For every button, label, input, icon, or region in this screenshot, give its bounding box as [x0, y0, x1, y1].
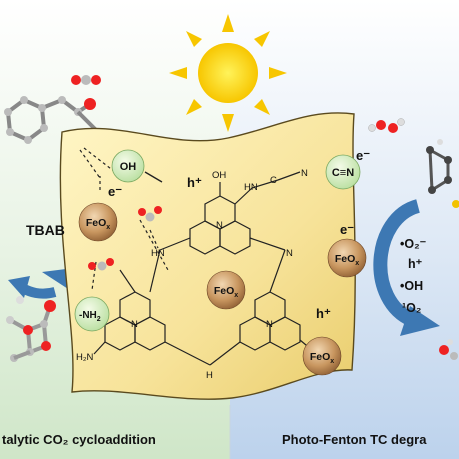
feox-right-subscript: x [355, 260, 359, 267]
feox-particle-center: FeOx [206, 270, 246, 310]
charge-labels: h⁺ h⁺ e⁻ e⁻ e⁻ [108, 148, 370, 321]
nitrile-group-bubble: C≡N [325, 154, 361, 190]
feox-center-subscript: x [234, 292, 238, 299]
ros-singlet-oxygen: ¹O₂ [402, 301, 421, 315]
adsorbed-co2-lower-icon [88, 258, 114, 271]
cyclic-carbonate-product-icon [6, 296, 56, 362]
right-cycle-arrowhead [400, 306, 440, 336]
svg-text:-NH2: -NH2 [79, 310, 101, 323]
ring-n-center-left: N [131, 319, 138, 330]
right-bridge-amine-label: N [286, 248, 293, 259]
hole-label-right: h⁺ [316, 306, 331, 321]
feox-particle-right: FeOx [327, 238, 367, 278]
ros-species-list: •O₂⁻ h⁺ •OH ¹O₂ [400, 237, 427, 315]
hydroxyl-group-label: OH [120, 161, 137, 173]
reagent-label: TBAB [26, 222, 65, 238]
svg-text:FeOx: FeOx [86, 217, 110, 231]
svg-text:FeOx: FeOx [335, 253, 359, 267]
carbon-nitride-sheet [59, 112, 356, 400]
feox-bottom-label: FeO [310, 351, 330, 363]
right-caption: Photo-Fenton TC degra [282, 432, 427, 447]
ros-hydroxyl-radical: •OH [400, 279, 423, 293]
co2-molecule-icon [71, 75, 101, 85]
ros-superoxide: •O₂⁻ [400, 237, 427, 251]
hole-label-top: h⁺ [187, 175, 202, 190]
amine-subscript: 2 [97, 316, 101, 323]
amine-group-label: -NH [79, 310, 97, 321]
structure-atom-labels: OH HN C N HN N H₂N H N N N [76, 168, 308, 381]
tetracycline-molecule-icon [426, 139, 459, 208]
sun-icon [169, 14, 287, 132]
svg-text:FeOx: FeOx [310, 351, 334, 365]
feox-left-label: FeO [86, 217, 106, 229]
feox-bottom-subscript: x [330, 358, 334, 365]
electron-label-left: e⁻ [108, 184, 122, 199]
electron-label-right: e⁻ [340, 222, 354, 237]
hydroxyl-label: OH [212, 170, 226, 181]
cyano-carbon-label: C [270, 175, 277, 186]
interaction-lines [79, 147, 169, 291]
feox-particle-bottom-right: FeOx [302, 336, 342, 376]
ring-n-center-right: N [266, 319, 273, 330]
ros-hole: h⁺ [408, 257, 423, 271]
bottom-bridge-label: H [206, 370, 213, 381]
adsorbed-co2-icon [138, 206, 162, 222]
amine-group-bubble: -NH2 [74, 296, 110, 332]
nitrile-group-label: C≡N [332, 167, 354, 179]
electron-label-nitrile: e⁻ [356, 148, 370, 163]
amine-label: HN [244, 182, 258, 193]
right-cycle-arrow [373, 199, 421, 327]
left-output-arrow [19, 283, 57, 299]
feox-particle-left: FeOx [78, 202, 118, 242]
h2o2-molecule-icon [368, 118, 405, 133]
heptazine-framework [93, 171, 313, 366]
degradation-products-icon [439, 339, 458, 360]
ring-n-center-top: N [216, 220, 223, 231]
feox-right-label: FeO [335, 253, 355, 265]
left-caption: talytic CO₂ cycloaddition [2, 432, 156, 447]
feox-center-label: FeO [214, 285, 234, 297]
cyano-nitrogen-label: N [301, 168, 308, 179]
svg-text:FeOx: FeOx [214, 285, 238, 299]
left-bridge-amine-label: HN [151, 248, 165, 259]
hydroxyl-group-bubble: OH [111, 149, 145, 183]
terminal-amine-label: H₂N [76, 352, 94, 363]
feox-left-subscript: x [106, 224, 110, 231]
